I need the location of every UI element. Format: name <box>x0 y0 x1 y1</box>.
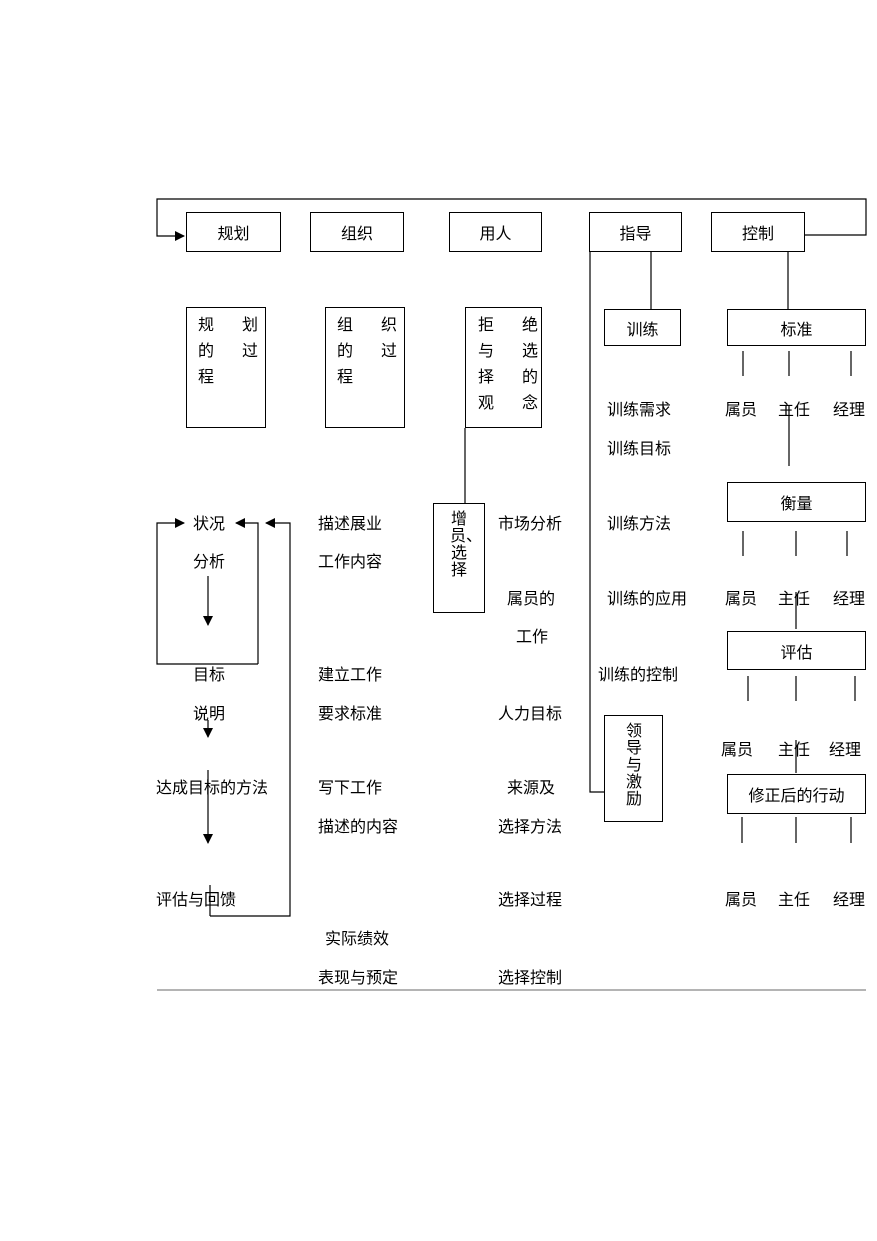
training-control: 训练的控制 <box>598 665 679 684</box>
role-subordinate-3: 属员 <box>721 740 754 759</box>
staffing-select-box <box>433 503 485 613</box>
planning-label: 规划 <box>217 224 250 243</box>
role-subordinate-2: 属员 <box>725 589 758 608</box>
measure-label: 衡量 <box>780 494 813 513</box>
directing-label: 指导 <box>619 224 652 243</box>
role-manager-2: 经理 <box>833 589 866 608</box>
goal-loop-line <box>156 518 258 665</box>
situation: 状况 <box>193 514 226 533</box>
explain: 说明 <box>193 704 226 723</box>
vs-planned: 表现与预定 <box>318 968 399 987</box>
role-supervisor-1: 主任 <box>778 400 811 419</box>
standard-box: 标准 <box>727 309 866 346</box>
role-manager-3: 经理 <box>829 740 862 759</box>
directing-to-leadership-line <box>589 252 604 793</box>
actual-perf: 实际绩效 <box>325 929 390 948</box>
staffing-concept-text: 拒 绝 与 选 择 的 观 念 <box>478 315 539 412</box>
job-content: 工作内容 <box>318 552 383 571</box>
staffing-select-label: 增员、选择 <box>450 509 483 579</box>
training-box: 训练 <box>604 309 681 346</box>
organizing-label: 组织 <box>340 224 373 243</box>
select-method: 选择方法 <box>498 817 563 836</box>
select-control: 选择控制 <box>498 968 563 987</box>
training-label: 训练 <box>626 319 659 339</box>
select-process: 选择过程 <box>498 890 563 909</box>
evaluate-box: 评估 <box>727 631 866 670</box>
planning-process-box <box>186 307 266 428</box>
planning-box: 规划 <box>186 212 281 252</box>
training-methods: 训练方法 <box>607 514 672 533</box>
staffing-concept-box <box>465 307 542 428</box>
role-manager-4: 经理 <box>833 890 866 909</box>
role-supervisor-4: 主任 <box>778 890 811 909</box>
describe-dev: 描述展业 <box>318 514 383 533</box>
hr-goal: 人力目标 <box>498 704 563 723</box>
organizing-process-box <box>325 307 405 428</box>
source: 来源及 <box>507 778 556 797</box>
feedback: 评估与回馈 <box>156 890 237 909</box>
analysis: 分析 <box>193 552 226 571</box>
correct-label: 修正后的行动 <box>748 786 845 805</box>
goal-right-loop-line <box>235 518 259 664</box>
role-subordinate-4: 属员 <box>725 890 758 909</box>
goal: 目标 <box>193 665 226 684</box>
controlling-label: 控制 <box>741 224 774 243</box>
evaluate-label: 评估 <box>780 642 813 662</box>
organizing-process-text: 组 织 的 过 程 <box>337 315 398 386</box>
planning-process-text: 规 划 的 过 程 <box>198 315 259 386</box>
measure-box: 衡量 <box>727 482 866 522</box>
desc-content: 描述的内容 <box>318 817 399 836</box>
subordinate-work-1: 属员的 <box>507 589 556 608</box>
role-subordinate-1: 属员 <box>725 400 758 419</box>
standard-label: 标准 <box>780 319 813 339</box>
market-analysis: 市场分析 <box>498 514 563 533</box>
subordinate-work-2: 工作 <box>516 627 549 646</box>
directing-box: 指导 <box>589 212 682 252</box>
feedback-loop-line <box>210 518 291 917</box>
establish-job: 建立工作 <box>318 665 383 684</box>
method: 达成目标的方法 <box>156 778 269 797</box>
training-goals: 训练目标 <box>607 439 672 458</box>
correct-box: 修正后的行动 <box>727 774 866 814</box>
staffing-box: 用人 <box>449 212 542 252</box>
leadership-box <box>604 715 663 822</box>
role-manager-1: 经理 <box>833 400 866 419</box>
leadership-label: 领导与激励 <box>625 721 642 808</box>
role-supervisor-2: 主任 <box>778 589 811 608</box>
top-loop-line <box>156 198 867 241</box>
write-job: 写下工作 <box>318 778 383 797</box>
staffing-label: 用人 <box>479 224 512 243</box>
training-needs: 训练需求 <box>607 400 672 419</box>
organizing-box: 组织 <box>310 212 404 252</box>
role-supervisor-3: 主任 <box>778 740 811 759</box>
req-standard: 要求标准 <box>318 704 383 723</box>
training-application: 训练的应用 <box>607 589 688 608</box>
controlling-box: 控制 <box>711 212 805 252</box>
